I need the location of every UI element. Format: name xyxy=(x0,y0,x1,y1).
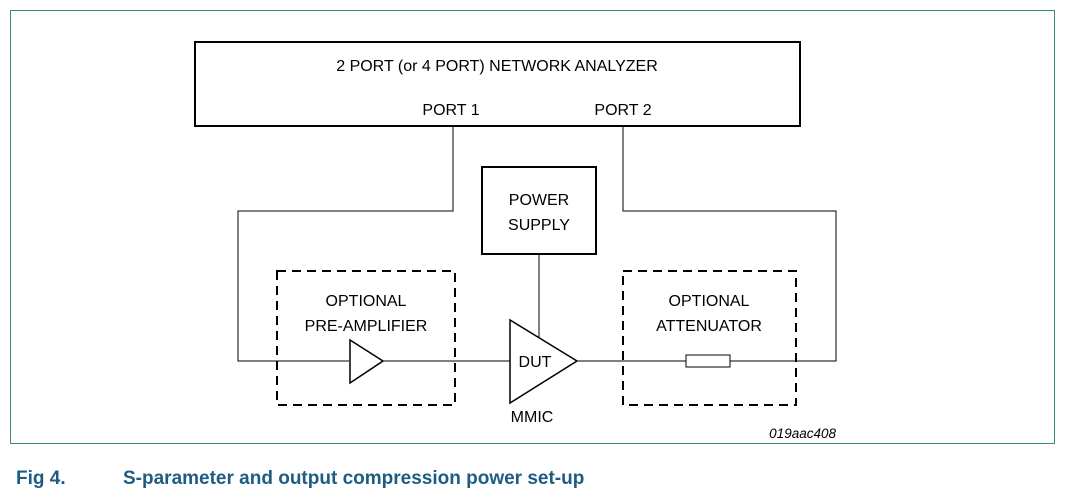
network-analyzer-box xyxy=(194,41,801,127)
figure-title: S-parameter and output compression power… xyxy=(123,468,585,489)
pre-amplifier-label-line2: PRE-AMPLIFIER xyxy=(305,318,428,335)
attenuator-box xyxy=(622,270,797,406)
pre-amplifier-triangle-icon xyxy=(349,338,385,385)
pre-amplifier-label-line1: OPTIONAL xyxy=(326,293,407,310)
attenuator-label-line1: OPTIONAL xyxy=(669,293,750,310)
figure-frame xyxy=(10,10,1055,444)
power-supply-label-line2: SUPPLY xyxy=(508,217,570,234)
power-supply-label-line1: POWER xyxy=(509,192,569,209)
network-analyzer-title: 2 PORT (or 4 PORT) NETWORK ANALYZER xyxy=(336,58,658,75)
port-2-label: PORT 2 xyxy=(594,102,651,119)
attenuator-resistor-icon xyxy=(685,354,731,368)
figure-number: Fig 4. xyxy=(16,468,66,489)
mmic-label: MMIC xyxy=(511,409,554,426)
attenuator-label-line2: ATTENUATOR xyxy=(656,318,762,335)
figure-caption: Fig 4. S-parameter and output compression… xyxy=(16,468,584,490)
power-supply-box xyxy=(481,166,597,255)
port-2-wire xyxy=(622,126,837,362)
dut-amplifier-triangle-icon xyxy=(509,318,579,405)
figure-code: 019aac408 xyxy=(769,426,836,441)
port-1-wire xyxy=(237,126,454,362)
pre-amplifier-box xyxy=(276,270,456,406)
dut-label: DUT xyxy=(519,354,552,371)
port-1-label: PORT 1 xyxy=(422,102,479,119)
